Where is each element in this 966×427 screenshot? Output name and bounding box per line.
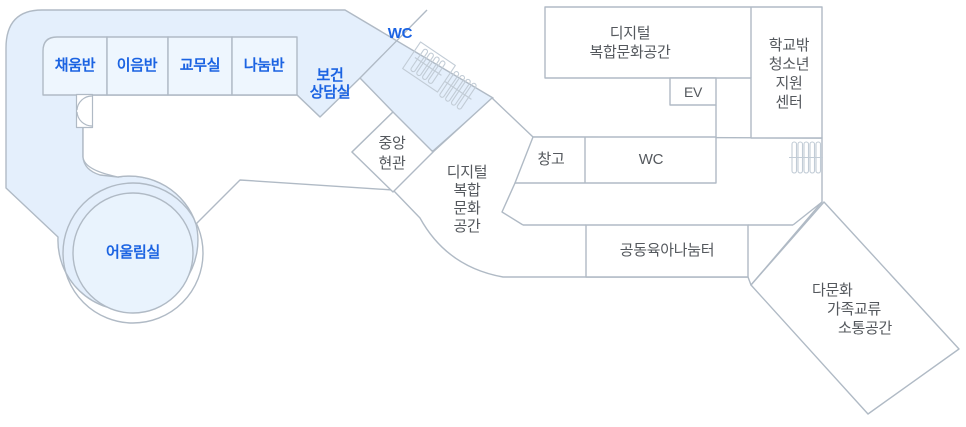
room-gongdong	[585, 224, 749, 278]
room-damunhwa-wing	[750, 201, 960, 415]
toilet-stall-icon-lower	[439, 71, 477, 110]
room-changgo-wc-row	[514, 136, 717, 184]
room-ev	[669, 77, 717, 106]
area-interior-courtyard	[82, 77, 394, 225]
room-ieum	[106, 36, 169, 96]
room-cheum	[42, 36, 108, 96]
wall-band-divider	[359, 9, 428, 79]
zone-circle-outline	[62, 182, 204, 324]
wall-corridor-point	[501, 182, 524, 226]
room-jungang-hyeongwan	[351, 111, 434, 193]
stairs-icon	[789, 141, 823, 174]
wall-corridor-junction	[792, 201, 823, 226]
double-swing-door-icon	[75, 93, 94, 129]
room-digital-main	[544, 6, 823, 139]
room-gyomusil	[167, 36, 233, 96]
room-eoullim	[72, 192, 194, 314]
room-nanum	[231, 36, 298, 96]
toilet-stall-icon-upper	[402, 41, 456, 93]
